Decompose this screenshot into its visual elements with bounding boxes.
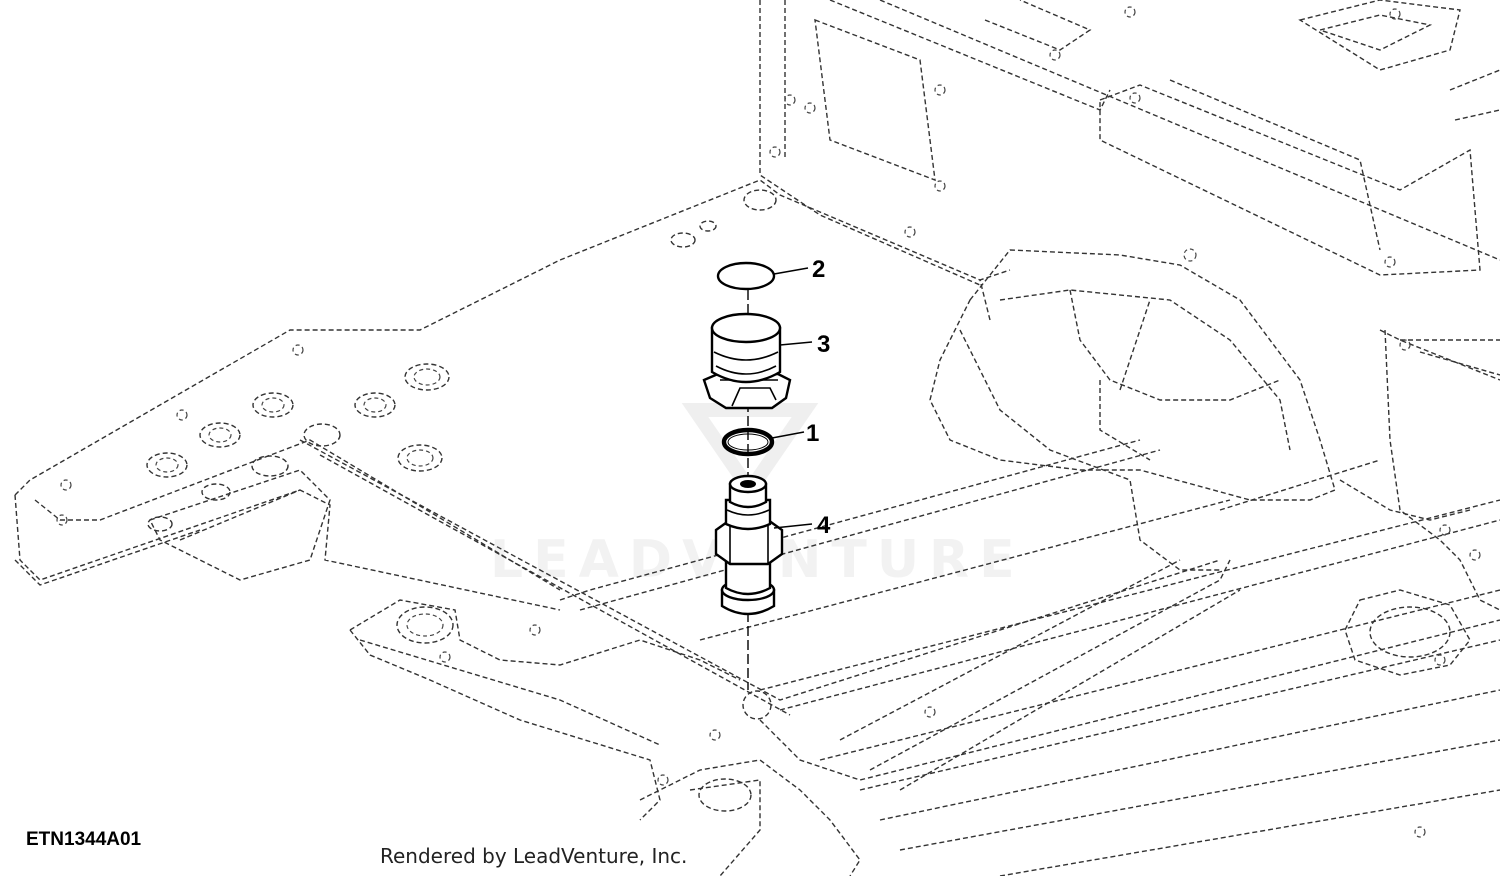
figure-id: ETN1344A01 (26, 829, 142, 850)
frame-holes (56, 6, 1481, 838)
callout-fitting: 4 (817, 512, 831, 539)
part-o-ring (721, 427, 775, 457)
part-fitting (714, 474, 784, 616)
callout-labels: 2 3 1 4 (806, 256, 831, 539)
machine-frame (14, 0, 1500, 876)
callout-o-ring: 1 (806, 420, 819, 447)
part-ring (716, 261, 776, 291)
render-credit: Rendered by LeadVenture, Inc. (380, 844, 688, 868)
part-cap (702, 312, 792, 410)
callout-cap: 3 (817, 331, 830, 358)
callout-leaders (771, 267, 813, 529)
callout-ring: 2 (812, 256, 825, 283)
